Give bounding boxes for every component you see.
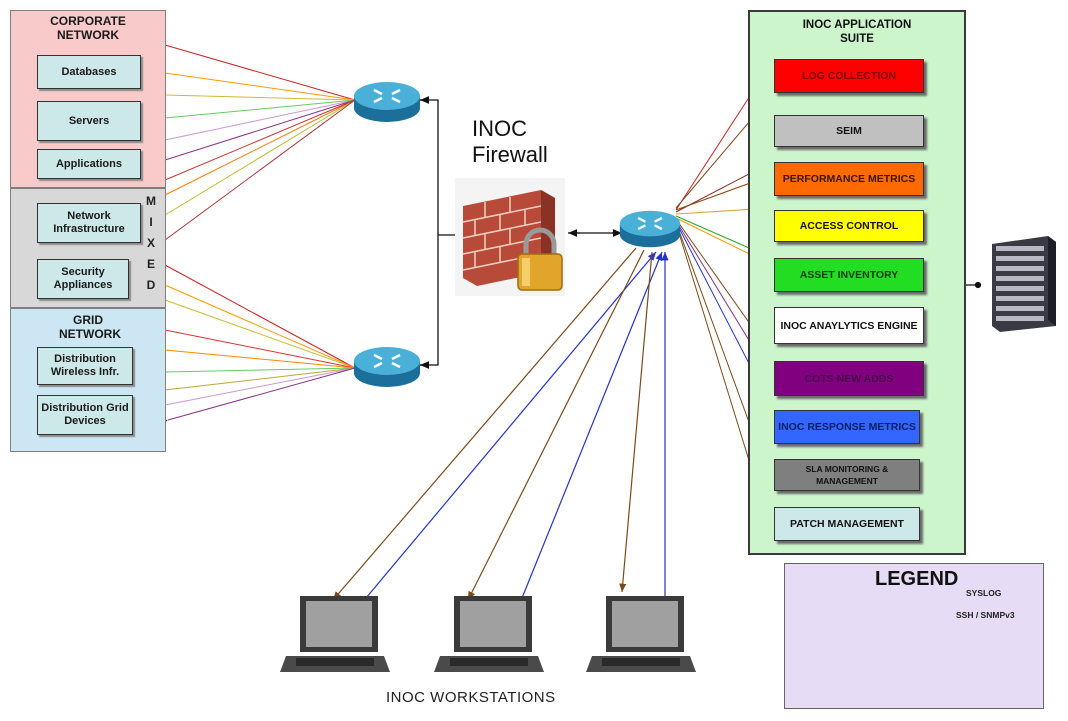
fan-lines-bottom-router [160, 264, 356, 425]
padlock-icon [517, 227, 563, 291]
distribution-grid-devices-box: Distribution Grid Devices [37, 395, 133, 435]
legend-box: LEGEND SYSLOG SSH / SNMPv3 [784, 563, 1044, 709]
legend-title: LEGEND [875, 568, 959, 590]
distribution-wireless-box: Distribution Wireless Infr. [37, 347, 133, 385]
laptop-icon [280, 596, 390, 672]
cots-new-adds-box: COTS NEW ADDS [774, 361, 924, 396]
grid-network-zone: GRID NETWORK Distribution Wireless Infr.… [10, 308, 166, 452]
access-control-box: ACCESS CONTROL [774, 210, 924, 242]
sla-monitoring-box: SLA MONITORING & MANAGEMENT [774, 459, 920, 491]
databases-box: Databases [37, 55, 141, 89]
corporate-network-title: CORPORATE NETWORK [50, 14, 126, 42]
applications-box: Applications [37, 149, 141, 179]
app-suite-title: INOC APPLICATION SUITE [802, 19, 912, 45]
laptop-icon [434, 596, 544, 672]
corporate-network-zone: CORPORATE NETWORK Databases Servers Appl… [10, 10, 166, 188]
servers-box: Servers [37, 101, 141, 141]
legend-ssh-snmp: SSH / SNMPv3 [956, 610, 1015, 620]
router-icon [354, 347, 420, 387]
patch-management-box: PATCH MANAGEMENT [774, 507, 920, 541]
security-appliances-box: Security Appliances [37, 259, 129, 299]
router-to-workstation-lines [332, 247, 669, 601]
grid-network-title: GRID NETWORK [59, 313, 121, 341]
firewall-bracket [420, 96, 622, 369]
log-collection-box: LOG COLLECTION [774, 59, 924, 93]
fan-lines-top-router [164, 44, 356, 241]
network-infrastructure-box: Network Infrastructure [37, 203, 141, 243]
mixed-zone: Network Infrastructure Security Applianc… [10, 188, 166, 308]
laptop-icon [586, 596, 696, 672]
performance-metrics-box: PERFORMANCE METRICS [774, 162, 924, 196]
legend-syslog: SYSLOG [966, 588, 1002, 598]
router-icon [354, 82, 420, 122]
analytics-engine-box: INOC ANAYLYTICS ENGINE [774, 307, 924, 344]
asset-inventory-box: ASSET INVENTORY [774, 258, 924, 292]
workstations-label: INOC WORKSTATIONS [386, 689, 556, 706]
router-icon [619, 210, 681, 248]
mixed-vertical-label: M I X E D [146, 194, 156, 292]
server-rack-icon [992, 236, 1056, 332]
response-metrics-box: INOC RESPONSE METRICS [774, 410, 920, 444]
firewall-title: INOC Firewall [472, 116, 548, 167]
seim-box: SEIM [774, 115, 924, 147]
